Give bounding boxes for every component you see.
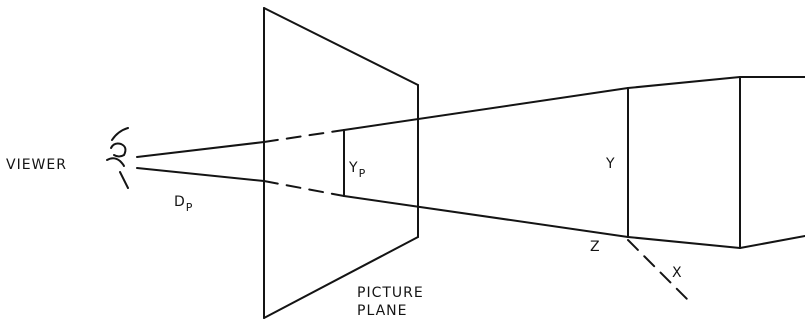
picture-plane-bottom-edge [263,236,419,319]
eye-icon [106,127,129,189]
upper-ray-solid-back [343,87,629,131]
yp-label-main: Y [348,160,359,176]
box-bottom-extension [739,235,805,249]
picture-plane-label-line2: PLANE [357,303,407,319]
lower-ray-solid-front [136,167,265,182]
z-label: Z [590,239,601,255]
y-label: Y [605,156,616,172]
eyebrow [111,127,129,141]
dp-label-subscript: P [186,201,194,214]
eye-outline [110,142,127,158]
yp-label: YP [348,160,366,180]
upper-ray-solid-front [136,141,265,158]
x-axis-dashed [627,239,689,301]
cheek-line [119,171,129,189]
x-label: X [672,265,683,281]
box-top-edge [627,76,741,89]
picture-plane-label-line1: PICTURE [357,285,424,301]
dp-label: DP [174,194,193,214]
dp-label-main: D [174,194,186,210]
picture-plane [263,7,419,319]
box-bottom-edge [627,236,741,249]
lower-ray-dashed [263,180,345,197]
object-box [627,76,805,249]
viewer-label: VIEWER [6,157,67,173]
picture-plane-top-edge [263,7,419,86]
eye-lower-lid [106,157,125,167]
upper-ray-dashed [263,129,345,143]
yp-label-subscript: P [359,167,367,180]
lower-ray-solid-back [343,195,629,238]
upper-ray [136,87,629,158]
lower-ray [136,167,629,238]
